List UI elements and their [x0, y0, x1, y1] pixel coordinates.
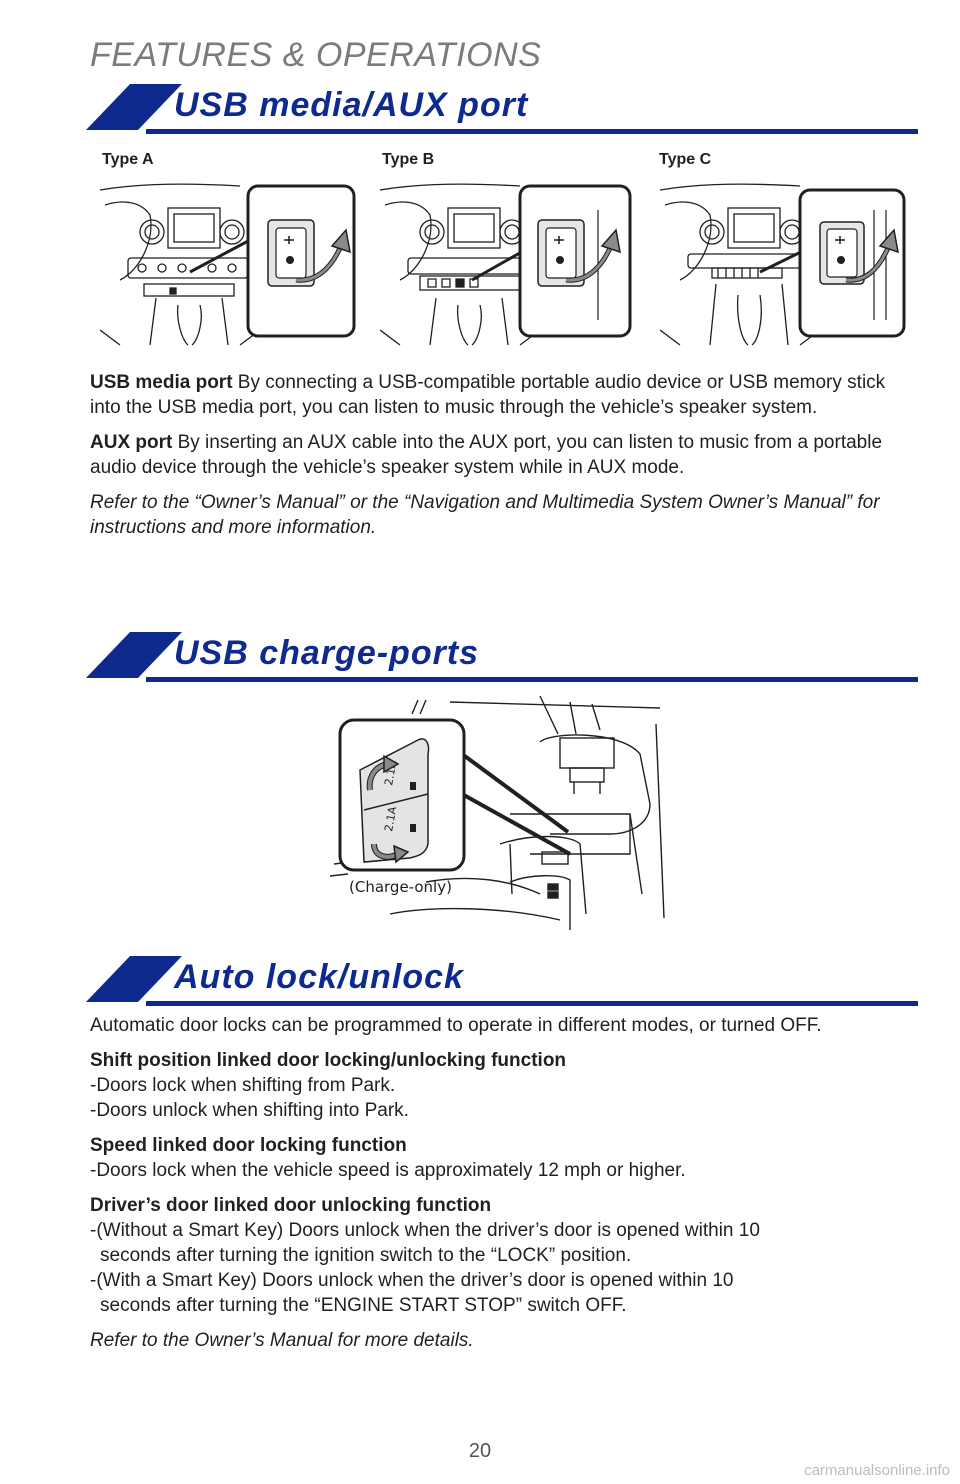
charge-only-callout: (Charge-only)	[349, 878, 452, 896]
driver-item-1b: seconds after turning the ignition switc…	[100, 1245, 632, 1266]
section-rule	[146, 1001, 918, 1006]
driver-title: Driver’s door linked door unlocking func…	[90, 1195, 492, 1216]
usb-media-paragraph: USB media port By connecting a USB-compa…	[90, 370, 920, 420]
type-b-illustration	[380, 183, 632, 346]
port-label-2: 2.1A	[382, 805, 399, 832]
section-title-auto-lock: Auto lock/unlock	[174, 958, 464, 996]
section-title-usb-media: USB media/AUX port	[174, 86, 529, 124]
usb-media-body: USB media port By connecting a USB-compa…	[90, 370, 920, 550]
shift-title: Shift position linked door locking/unloc…	[90, 1050, 567, 1071]
speed-block: Speed linked door locking function -Door…	[90, 1133, 920, 1183]
usb-charge-illustration: 2.1A 2.1A (Charge-only)	[330, 695, 665, 930]
auto-lock-body: Automatic door locks can be programmed t…	[90, 1013, 920, 1363]
driver-block: Driver’s door linked door unlocking func…	[90, 1193, 920, 1318]
shift-block: Shift position linked door locking/unloc…	[90, 1048, 920, 1123]
shift-item-1: -Doors lock when shifting from Park.	[90, 1075, 396, 1096]
section-rule	[146, 129, 918, 134]
section-flag	[86, 632, 182, 678]
speed-item-1: -Doors lock when the vehicle speed is ap…	[90, 1160, 686, 1181]
shift-item-2: -Doors unlock when shifting into Park.	[90, 1100, 409, 1121]
auto-lock-note: Refer to the Owner’s Manual for more det…	[90, 1330, 474, 1351]
section-rule	[146, 677, 918, 682]
section-title-usb-charge: USB charge-ports	[174, 634, 480, 672]
aux-paragraph: AUX port By inserting an AUX cable into …	[90, 430, 920, 480]
type-c-label: Type C	[659, 151, 712, 168]
usb-media-lead: USB media port	[90, 372, 233, 393]
type-c-illustration	[660, 183, 906, 346]
driver-item-2b: seconds after turning the “ENGINE START …	[100, 1295, 627, 1316]
watermark: carmanualsonline.info	[804, 1462, 950, 1479]
aux-lead: AUX port	[90, 432, 173, 453]
type-a-illustration	[100, 183, 356, 346]
auto-lock-intro: Automatic door locks can be programmed t…	[90, 1015, 822, 1036]
type-a-label: Type A	[102, 151, 154, 168]
page-number: 20	[468, 1440, 492, 1462]
section-bar-usb-charge: USB charge-ports	[86, 632, 918, 682]
driver-item-1a: -(Without a Smart Key) Doors unlock when…	[90, 1220, 760, 1241]
section-bar-usb-media: USB media/AUX port	[86, 84, 918, 134]
section-bar-auto-lock: Auto lock/unlock	[86, 956, 918, 1006]
page-header: FEATURES & OPERATIONS	[90, 36, 542, 74]
aux-text: By inserting an AUX cable into the AUX p…	[90, 432, 883, 478]
speed-title: Speed linked door locking function	[90, 1135, 407, 1156]
section-flag	[86, 84, 182, 130]
driver-item-2a: -(With a Smart Key) Doors unlock when th…	[90, 1270, 734, 1291]
usb-media-text: By connecting a USB-compatible portable …	[90, 372, 886, 418]
section-flag	[86, 956, 182, 1002]
usb-media-note: Refer to the “Owner’s Manual” or the “Na…	[90, 492, 880, 538]
type-b-label: Type B	[382, 151, 435, 168]
